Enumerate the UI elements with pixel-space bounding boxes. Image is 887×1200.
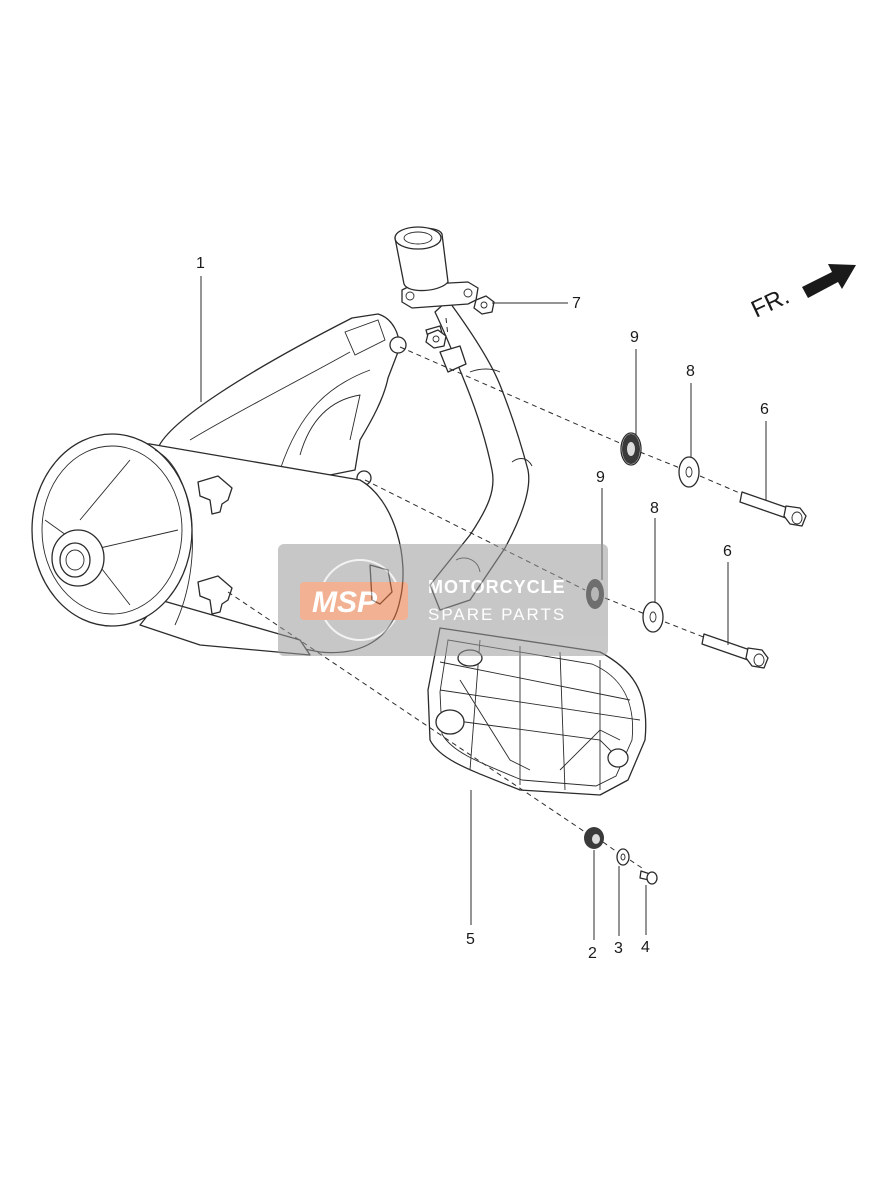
leader-lines	[200, 276, 767, 940]
callout-9-upper: 9	[630, 329, 639, 346]
callout-6-upper: 6	[760, 401, 769, 418]
front-direction-indicator: FR.	[747, 264, 856, 323]
watermark-line1: MOTORCYCLE	[428, 577, 566, 597]
callout-9-lower: 9	[596, 469, 605, 486]
rubber-damper-upper	[620, 432, 642, 466]
callout-6-lower: 6	[723, 543, 732, 560]
callout-3: 3	[614, 940, 623, 957]
front-direction-label: FR.	[747, 283, 793, 324]
front-arrow-icon	[802, 264, 856, 298]
callout-8-lower: 8	[650, 500, 659, 517]
watermark-logo: MSP	[312, 586, 378, 619]
heat-shield	[427, 627, 647, 796]
callout-1: 1	[196, 255, 205, 272]
exhaust-pipe	[394, 226, 533, 611]
screw	[639, 870, 658, 885]
callout-8-upper: 8	[686, 363, 695, 380]
bolt-upper	[739, 491, 807, 527]
watermark: MSP MOTORCYCLE SPARE PARTS	[278, 544, 608, 656]
watermark-line2: SPARE PARTS	[428, 605, 566, 624]
callout-7: 7	[572, 295, 581, 312]
bolt-lower	[701, 633, 769, 669]
callout-2: 2	[588, 945, 597, 962]
flange-nuts	[425, 295, 495, 349]
callout-5: 5	[466, 931, 475, 948]
washer-lower	[642, 601, 664, 633]
small-washer	[616, 848, 630, 866]
grommet	[584, 827, 604, 849]
callouts: 1 7 9 8 6 9 8 6 5 2 3 4	[196, 255, 769, 962]
callout-4: 4	[641, 939, 650, 956]
washer-upper	[678, 456, 700, 488]
assembly-lines	[227, 317, 743, 869]
